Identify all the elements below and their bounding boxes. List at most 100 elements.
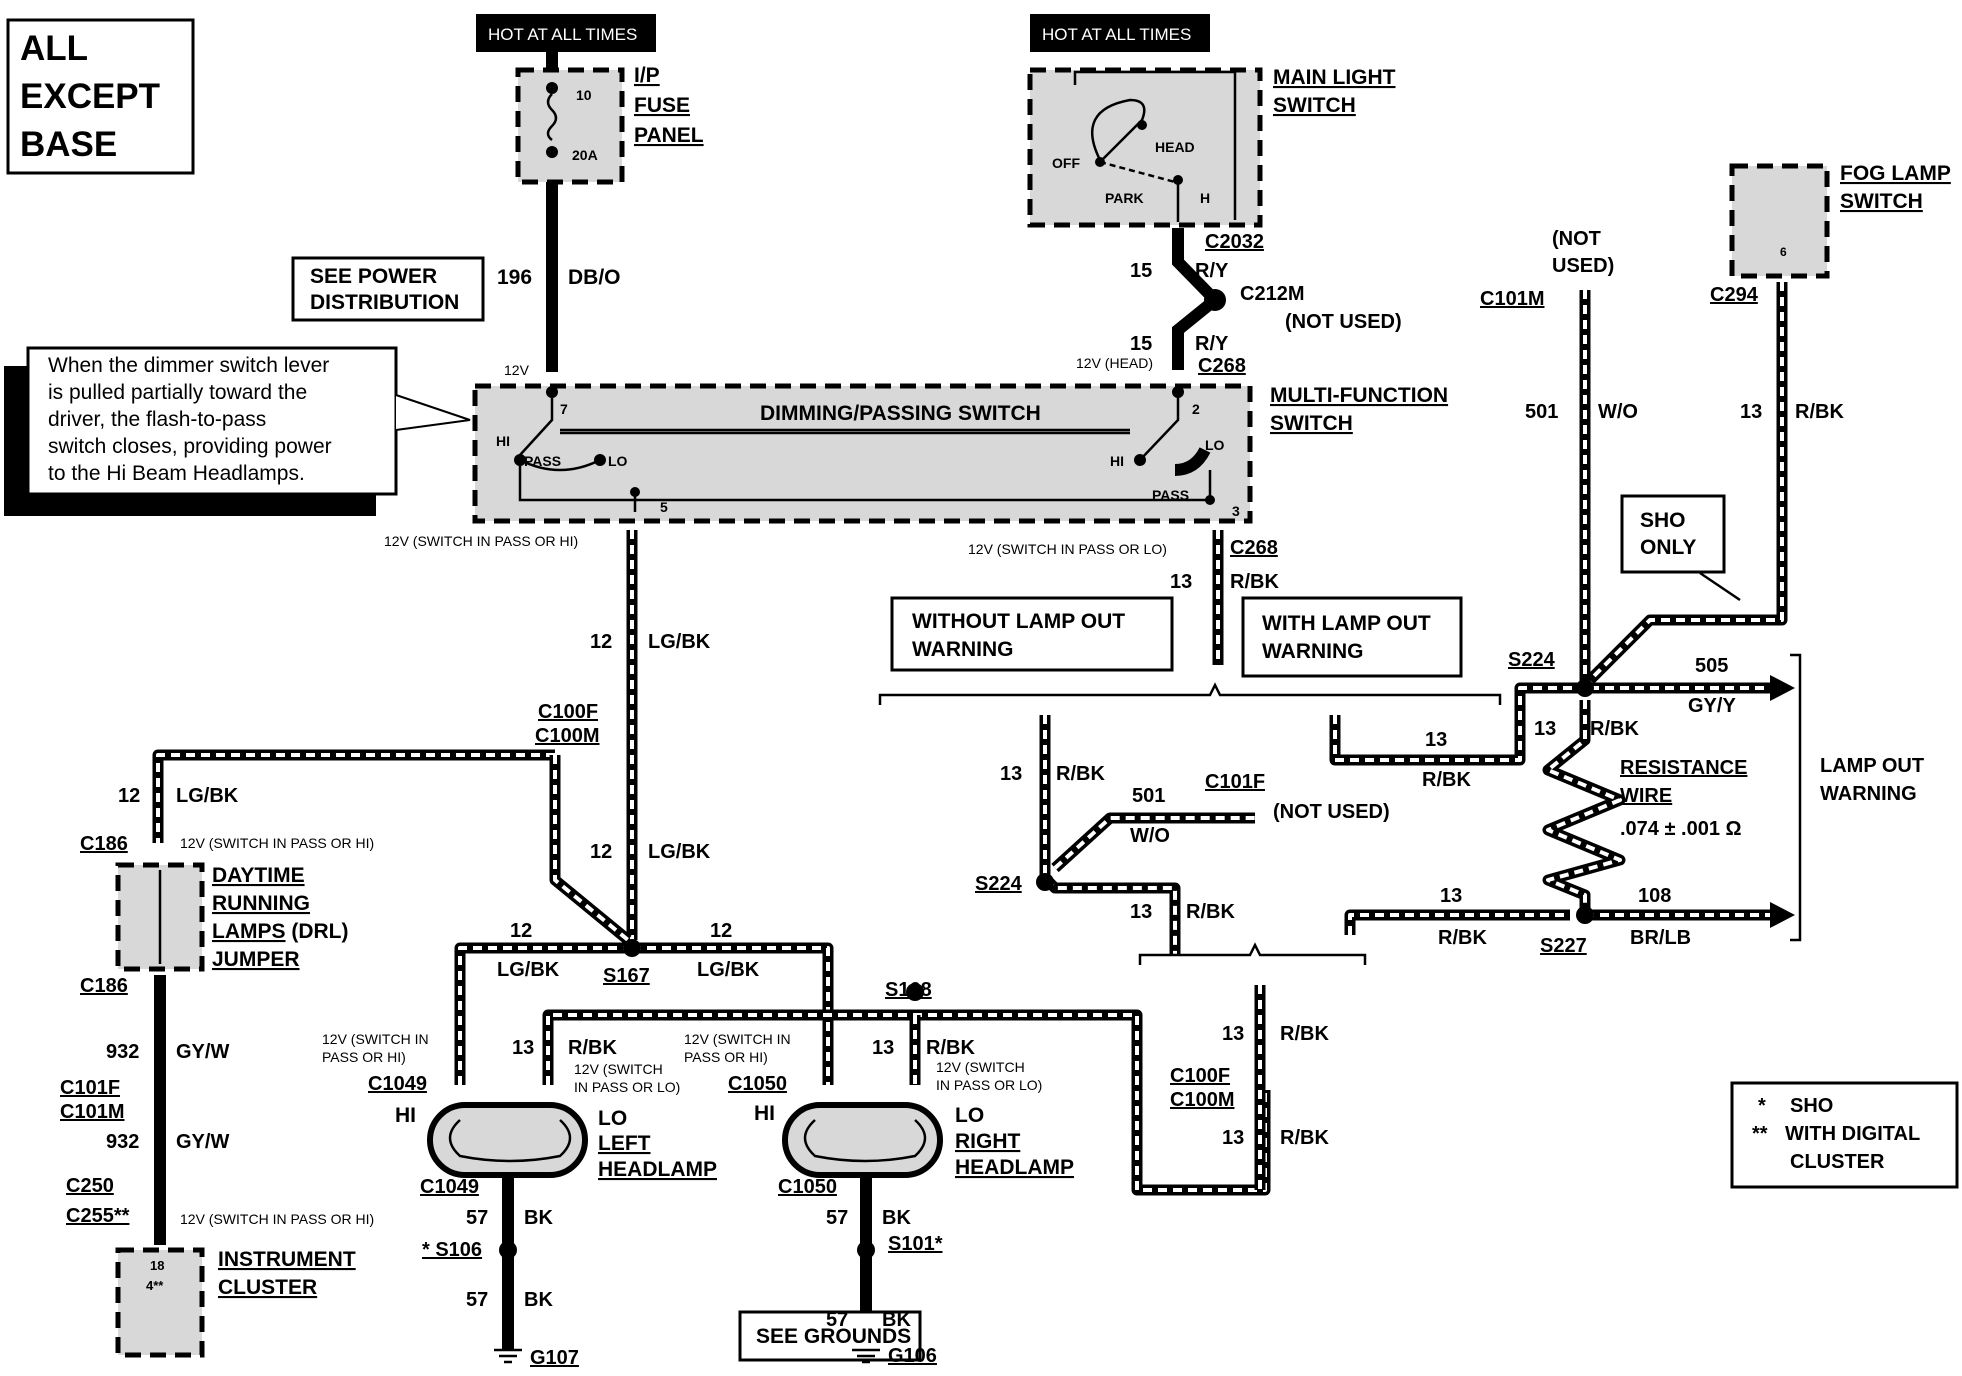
pin-3: 3 bbox=[1232, 503, 1240, 519]
fog-lamp-switch: 6 FOG LAMP SWITCH bbox=[1729, 162, 1951, 279]
see-grounds-text: SEE GROUNDS bbox=[756, 1325, 911, 1348]
main-light-switch: OFF HEAD PARK H MAIN LIGHT SWITCH bbox=[1027, 66, 1396, 228]
note-drl: 12V (SWITCH IN PASS OR HI) bbox=[180, 835, 374, 851]
wire-108-number: 108 bbox=[1638, 885, 1671, 907]
fog-lamp-switch-label-2: SWITCH bbox=[1840, 190, 1923, 213]
hot-label-right: HOT AT ALL TIMES bbox=[1030, 14, 1210, 52]
arrow-505 bbox=[1770, 675, 1795, 701]
splice-s168-label: S168 bbox=[885, 979, 932, 1001]
cluster-pin-2: 4** bbox=[146, 1278, 164, 1293]
splice-s168 bbox=[906, 983, 924, 1001]
fuse-panel-label-1: I/P bbox=[634, 64, 660, 87]
wire-12a-color: LG/BK bbox=[648, 631, 711, 653]
hot-label-right-text: HOT AT ALL TIMES bbox=[1042, 25, 1191, 44]
wire-13-rw-number: 13 bbox=[1534, 718, 1556, 740]
wire-13-c100a-number: 13 bbox=[1222, 1023, 1244, 1045]
connector-c294: C294 bbox=[1710, 284, 1759, 306]
resistance-value: .074 ± .001 Ω bbox=[1620, 818, 1742, 840]
connector-c212m bbox=[1204, 289, 1226, 311]
connector-c101f-mid-note: (NOT USED) bbox=[1273, 801, 1390, 823]
connector-c2032: C2032 bbox=[1205, 231, 1264, 253]
note-cluster: 12V (SWITCH IN PASS OR HI) bbox=[180, 1211, 374, 1227]
ground-icon-g107 bbox=[494, 1348, 522, 1364]
hot-label-left-text: HOT AT ALL TIMES bbox=[488, 25, 637, 44]
resistance-label-1: RESISTANCE bbox=[1620, 757, 1747, 779]
wire-15b-number: 15 bbox=[1130, 333, 1152, 355]
resistance-label-2: WIRE bbox=[1620, 785, 1672, 807]
wire-13-mid-color: R/BK bbox=[1186, 901, 1235, 923]
connector-labels: C268 C101M (NOT USED) C294 C100F C100M C… bbox=[60, 228, 1759, 1227]
splice-s224-mid-label: S224 bbox=[975, 873, 1023, 895]
wire-13-c268-number: 13 bbox=[1170, 571, 1192, 593]
cluster-label-1: INSTRUMENT bbox=[218, 1248, 356, 1271]
see-power-line-1: SEE POWER bbox=[310, 265, 437, 288]
lamp-out-warning-2: WARNING bbox=[1820, 783, 1917, 805]
connector-c1050-top: C1050 bbox=[728, 1073, 787, 1095]
wire-196-color: DB/O bbox=[568, 266, 621, 289]
connector-c100m-left: C100M bbox=[535, 725, 599, 747]
wire-15a-color: R/Y bbox=[1195, 260, 1229, 282]
legend-double-star: ** bbox=[1752, 1123, 1768, 1145]
wire-501-mid-number: 501 bbox=[1132, 785, 1165, 807]
right-hi-label: HI bbox=[1110, 453, 1124, 469]
fuse-rating: 20A bbox=[572, 147, 598, 163]
switch-off-label: OFF bbox=[1052, 155, 1080, 171]
title-line-1: ALL bbox=[20, 29, 88, 68]
note-12v-head: 12V (HEAD) bbox=[1076, 355, 1153, 371]
wire-13-ll-number: 13 bbox=[512, 1037, 534, 1059]
connector-c1049-top: C1049 bbox=[368, 1073, 427, 1095]
note-ll-lo-1: 12V (SWITCH bbox=[574, 1061, 663, 1077]
connector-c100m-right: C100M bbox=[1170, 1089, 1234, 1111]
note-pass-lo: 12V (SWITCH IN PASS OR LO) bbox=[968, 541, 1167, 557]
title-block: ALL EXCEPT BASE bbox=[6, 18, 195, 175]
drl-jumper: DAYTIME RUNNING LAMPS (DRL) JUMPER bbox=[115, 862, 348, 972]
wire-57d-number: 57 bbox=[826, 1309, 848, 1331]
left-headlamp: HI LO LEFT HEADLAMP bbox=[395, 1102, 717, 1181]
note-ll-hi-2: PASS OR HI) bbox=[322, 1049, 406, 1065]
voltage-notes: 12V (SWITCH IN PASS OR HI) 12V (SWITCH I… bbox=[180, 533, 1167, 1227]
left-headlamp-name-1: LEFT bbox=[598, 1132, 651, 1155]
drl-label-1: DAYTIME bbox=[212, 864, 305, 887]
splice-labels: S224 S224 S227 S167 S168 * S106 S101* G1… bbox=[422, 649, 1587, 1369]
wire-13-s227-color: R/BK bbox=[1438, 927, 1487, 949]
connector-c186-top: C186 bbox=[80, 833, 128, 855]
fuse-panel-label-2: FUSE bbox=[634, 94, 690, 117]
connector-c101m-left: C101M bbox=[60, 1101, 124, 1123]
wire-13-ws-color: R/BK bbox=[1056, 763, 1105, 785]
wire-13-rw-color: R/BK bbox=[1590, 718, 1639, 740]
pin-7: 7 bbox=[560, 401, 568, 417]
wire-13-fog-color: R/BK bbox=[1795, 401, 1844, 423]
wire-12b-color: LG/BK bbox=[648, 841, 711, 863]
legend-box bbox=[1730, 1081, 1959, 1189]
splice-s227 bbox=[1576, 906, 1594, 924]
wire-932b-color: GY/W bbox=[176, 1131, 229, 1153]
wire-932a-color: GY/W bbox=[176, 1041, 229, 1063]
wire-13-c100b-number: 13 bbox=[1222, 1127, 1244, 1149]
fuse-icon bbox=[546, 93, 558, 141]
wire-13-wl-number: 13 bbox=[1425, 729, 1447, 751]
wire-13-s227-number: 13 bbox=[1440, 885, 1462, 907]
with-lamp-out-line-1: WITH LAMP OUT bbox=[1262, 612, 1431, 635]
without-lamp-out-line-2: WARNING bbox=[912, 638, 1014, 661]
wire-15b-color: R/Y bbox=[1195, 333, 1229, 355]
wire-57a-color: BK bbox=[524, 1207, 553, 1229]
note-ll-lo-2: IN PASS OR LO) bbox=[574, 1079, 680, 1095]
main-light-switch-label-2: SWITCH bbox=[1273, 94, 1356, 117]
right-headlamp-hi: HI bbox=[754, 1102, 775, 1125]
fog-switch-pin: 6 bbox=[1780, 245, 1787, 259]
see-power-box bbox=[291, 256, 485, 322]
connector-c101f-left: C101F bbox=[60, 1077, 120, 1099]
right-headlamp: HI LO RIGHT HEADLAMP bbox=[754, 1102, 1074, 1179]
legend-star: * bbox=[1758, 1095, 1766, 1117]
splice-s106 bbox=[499, 1241, 517, 1259]
connector-c1050-bottom: C1050 bbox=[778, 1176, 837, 1198]
see-grounds-box bbox=[738, 1310, 922, 1362]
sho-only-line-1: SHO bbox=[1640, 509, 1686, 532]
fuse-panel: 10 20A I/P FUSE PANEL bbox=[515, 52, 704, 185]
wire-505-color: GY/Y bbox=[1688, 695, 1736, 717]
wire-13-rl-color: R/BK bbox=[926, 1037, 975, 1059]
wire-57c-number: 57 bbox=[826, 1207, 848, 1229]
wire-12-drl-number: 12 bbox=[118, 785, 140, 807]
callout-line-5: to the Hi Beam Headlamps. bbox=[48, 462, 305, 485]
